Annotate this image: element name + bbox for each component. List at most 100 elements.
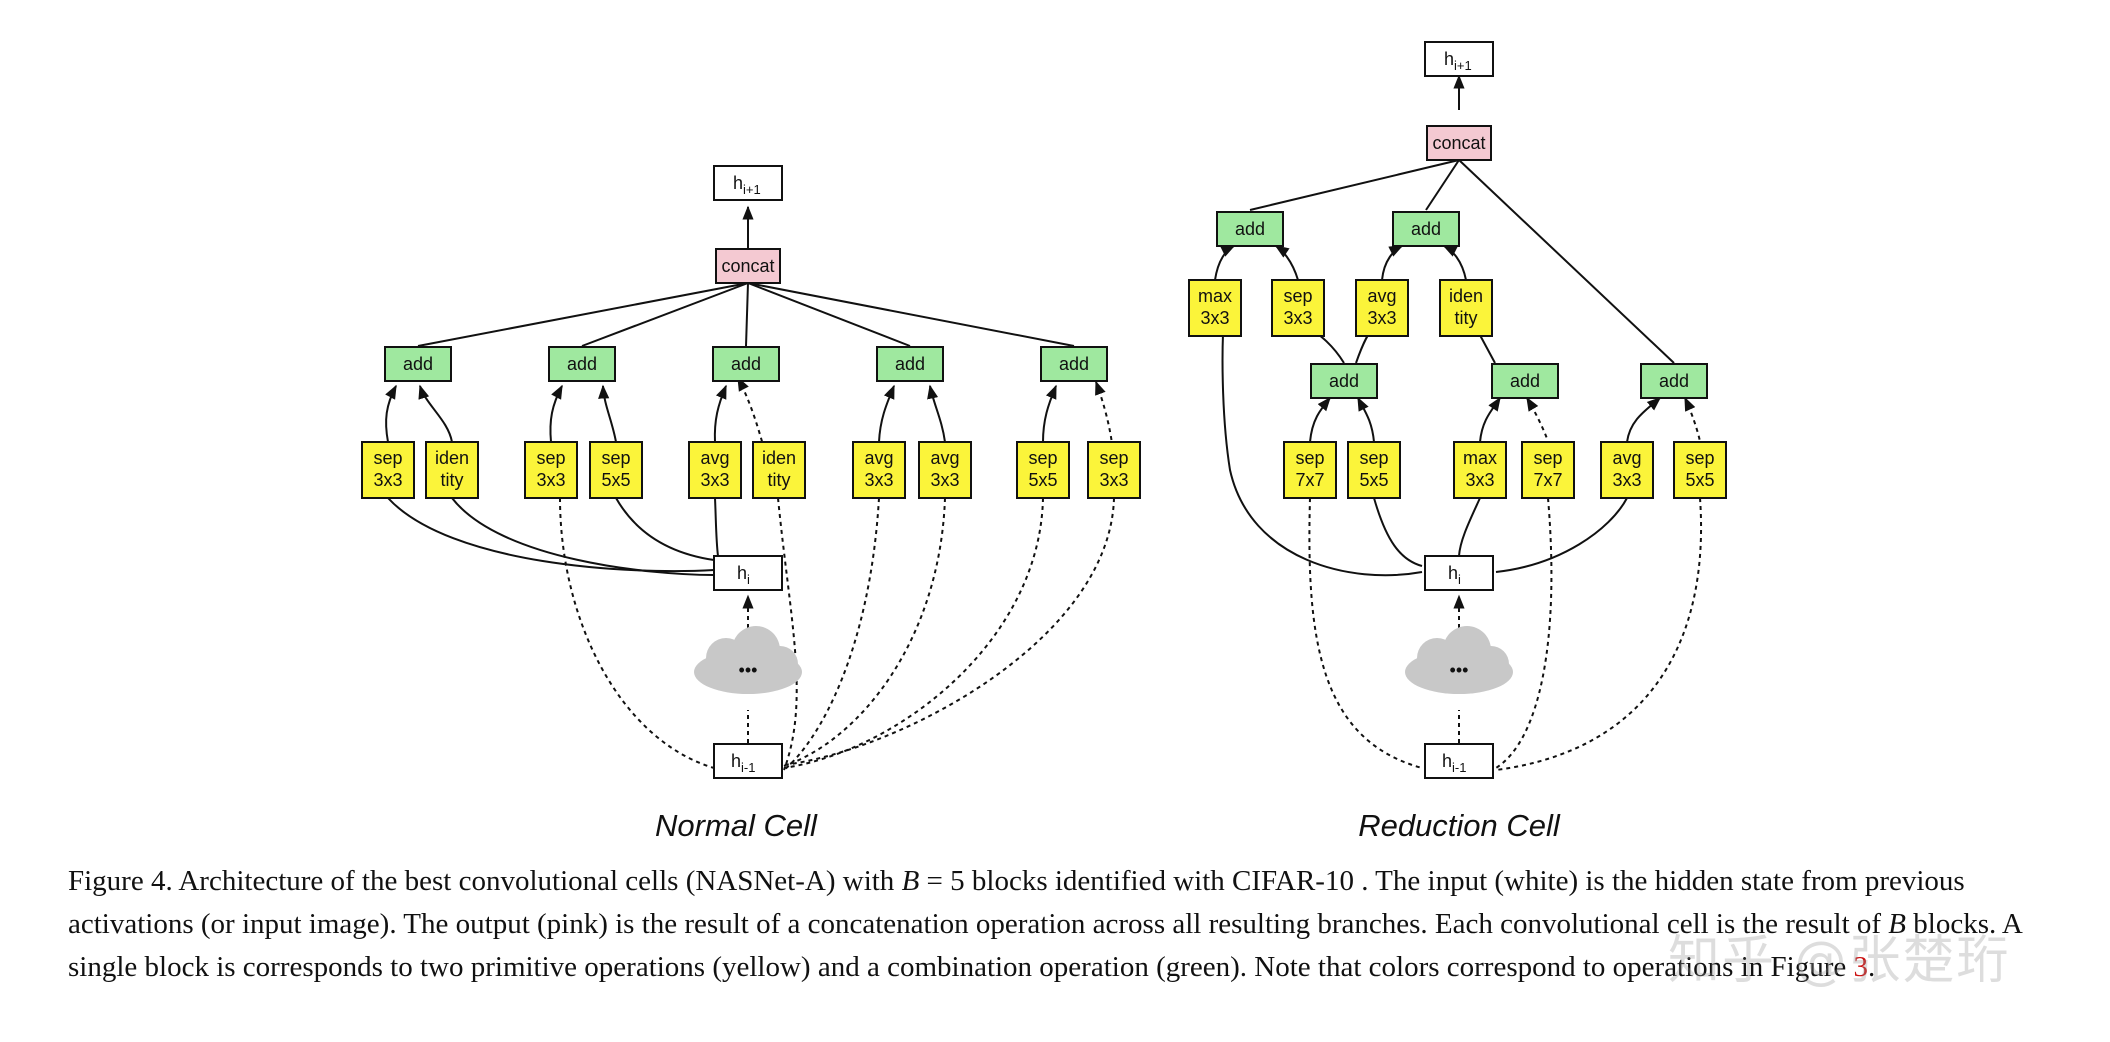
add-label: add: [895, 354, 925, 374]
op-label-line: 5x5: [601, 470, 630, 490]
node-base: h: [733, 173, 743, 193]
caption-math: B: [901, 865, 920, 897]
normal-cloud: •••: [694, 626, 802, 694]
caption-math: B: [1888, 908, 1907, 940]
op-label-line: tity: [440, 470, 463, 490]
op-label-line: sep: [373, 448, 402, 468]
svg-text:hi: hi: [737, 563, 750, 587]
add-label: add: [1235, 219, 1265, 239]
op-label-line: 3x3: [536, 470, 565, 490]
op-label-line: 3x3: [1367, 308, 1396, 328]
reduction-cell: hi+1 concat add add add add add max3x3se…: [1188, 41, 1727, 843]
normal-hi-node: hi: [713, 555, 783, 591]
node-base: h: [1442, 751, 1452, 771]
op-label-line: iden: [762, 448, 796, 468]
op-label-line: avg: [930, 448, 959, 468]
add-label: add: [1659, 371, 1689, 391]
watermark: 知乎 @张楚珩: [1668, 931, 2011, 991]
op-label-line: 3x3: [1283, 308, 1312, 328]
cloud-dots: •••: [739, 660, 758, 680]
normal-op-nodes: sep3x3identitysep3x3sep5x5avg3x3identity…: [361, 441, 1141, 499]
op-label-line: sep: [1283, 286, 1312, 306]
figure-caption: Figure 4. Architecture of the best convo…: [68, 860, 2038, 989]
svg-text:hi-1: hi-1: [731, 751, 755, 775]
caption-part: = 5 blocks identified with CIFAR-10 . Th…: [68, 865, 1965, 940]
op-label-line: max: [1463, 448, 1497, 468]
reduction-concat-node: concat: [1426, 125, 1492, 161]
op-label-line: 3x3: [1612, 470, 1641, 490]
op-label-line: tity: [767, 470, 790, 490]
concat-label: concat: [721, 256, 774, 276]
op-label-line: 7x7: [1533, 470, 1562, 490]
normal-cell-title: Normal Cell: [655, 808, 818, 843]
node-sub: i: [747, 572, 750, 587]
svg-text:hi+1: hi+1: [733, 173, 761, 197]
op-label-line: avg: [1612, 448, 1641, 468]
svg-text:hi: hi: [1448, 563, 1461, 587]
op-label-line: 3x3: [700, 470, 729, 490]
op-label-line: tity: [1454, 308, 1477, 328]
svg-text:hi-1: hi-1: [1442, 751, 1466, 775]
normal-concat-node: concat: [715, 248, 781, 284]
node-sub: i+1: [1454, 58, 1472, 73]
reduction-cell-title: Reduction Cell: [1358, 808, 1561, 843]
caption-part: blocks. A single block is corresponds to…: [68, 908, 2022, 983]
add-label: add: [1329, 371, 1359, 391]
node-base: h: [737, 563, 747, 583]
reduction-hi-node: hi: [1424, 555, 1494, 591]
reduction-hprev-node: hi-1: [1424, 743, 1494, 779]
normal-hprev-node: hi-1: [713, 743, 783, 779]
reduction-output-node: hi+1: [1424, 41, 1494, 77]
op-label-line: sep: [601, 448, 630, 468]
op-label-line: 3x3: [930, 470, 959, 490]
op-label-line: sep: [1028, 448, 1057, 468]
op-label-line: avg: [1367, 286, 1396, 306]
reduction-add-nodes: [1216, 211, 1708, 399]
op-label-line: 3x3: [1465, 470, 1494, 490]
node-sub: i: [1458, 572, 1461, 587]
normal-add-nodes: [384, 346, 1108, 382]
normal-cell: hi+1 concat add add add add add sep3x3id…: [361, 165, 1141, 843]
svg-text:hi+1: hi+1: [1444, 49, 1472, 73]
add-label: add: [567, 354, 597, 374]
op-label-line: sep: [536, 448, 565, 468]
cloud-dots: •••: [1450, 660, 1469, 680]
node-sub: i+1: [743, 182, 761, 197]
op-label-line: iden: [435, 448, 469, 468]
op-label-line: avg: [700, 448, 729, 468]
normal-output-node: hi+1: [713, 165, 783, 201]
figure-reference-link[interactable]: 3: [1853, 951, 1868, 983]
add-label: add: [1510, 371, 1540, 391]
node-base: h: [731, 751, 741, 771]
reduction-cloud: •••: [1405, 626, 1513, 694]
op-label-line: iden: [1449, 286, 1483, 306]
node-base: h: [1444, 49, 1454, 69]
op-label-line: 5x5: [1359, 470, 1388, 490]
node-sub: i-1: [1452, 760, 1466, 775]
op-label-line: avg: [864, 448, 893, 468]
op-label-line: max: [1198, 286, 1232, 306]
caption-part: Figure 4. Architecture of the best convo…: [68, 865, 902, 897]
add-label: add: [403, 354, 433, 374]
add-label: add: [1411, 219, 1441, 239]
figure-diagram: hi+1 concat add add add add add sep3x3id…: [361, 41, 1727, 843]
op-label-line: 7x7: [1295, 470, 1324, 490]
